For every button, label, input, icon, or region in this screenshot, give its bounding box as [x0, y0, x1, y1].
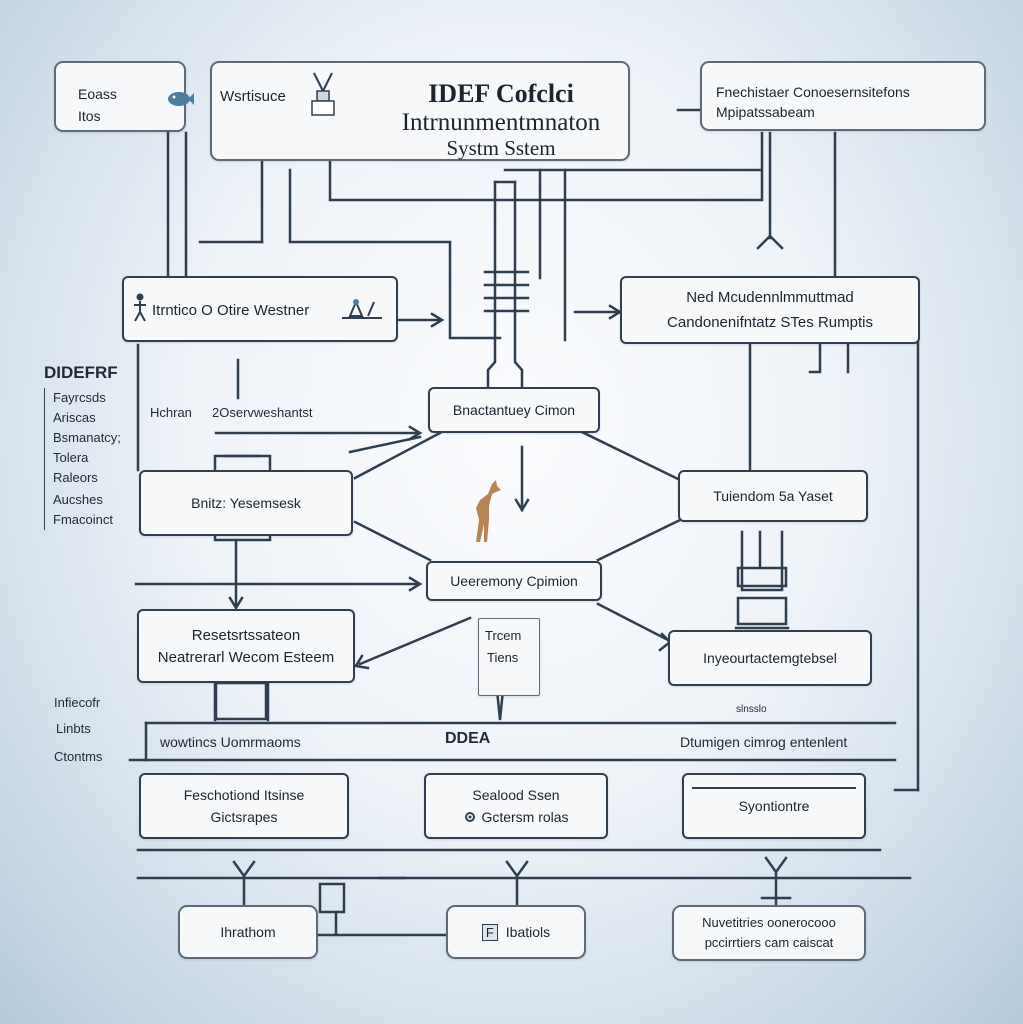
small-box-line2: Tiens	[487, 650, 519, 665]
bottom-center-tag: F	[481, 923, 498, 941]
sidebar-item: Fmacoinct	[53, 512, 113, 527]
sidebar-item: Tolera	[53, 450, 89, 465]
header-left-line1: Eoass	[78, 86, 117, 102]
bottom-right-box: Nuvetitries oonerocooo pccirrtiers cam c…	[672, 905, 866, 961]
small-box: Trcem Tiens	[478, 618, 540, 696]
sidebar-item: Ariscas	[53, 410, 96, 425]
bottom-right-line1: Nuvetitries oonerocooo	[702, 915, 836, 930]
header-right-line2: Mpipatssabeam	[716, 104, 815, 120]
header-title-box: Wsrtisuce IDEF Cofclci Intrnunmentmnaton…	[210, 61, 630, 161]
title-line3: Systm Sstem	[446, 136, 556, 160]
band-note: slnsslo	[736, 704, 767, 715]
right-mid-box: Tuiendom 5a Yaset	[678, 470, 868, 522]
band-left: wowtincs Uomrmaoms	[160, 734, 301, 750]
right-mid-label: Tuiendom 5a Yaset	[713, 488, 833, 504]
small-box-line1: Trcem	[485, 628, 522, 643]
sidebar-item: Raleors	[53, 470, 98, 485]
row-lower-left-line2: Gictsrapes	[210, 809, 278, 825]
row2-left-label: Itrntico O Otire Westner	[152, 302, 310, 319]
title-line1: IDEF Cofclci	[428, 79, 574, 108]
row2-right-box: Ned Mcudennlmmuttmad Candonenifntatz STe…	[620, 276, 920, 344]
left-lower-box: Resetsrtssateon Neatrerarl Wecom Esteem	[137, 609, 355, 683]
row2-left-box: Itrntico O Otire Westner	[122, 276, 398, 342]
row-lower-center-line1: Sealood Ssen	[472, 787, 560, 803]
sidebar-item: Aucshes	[53, 492, 103, 507]
bottom-left-box: Ihrathom	[178, 905, 318, 959]
divider	[692, 787, 856, 789]
bottom-center-box: F Ibatiols	[446, 905, 586, 959]
band-center: DDEA	[445, 730, 491, 747]
sidebar-list: Fayrcsds Ariscas Bsmanatcy; Tolera Raleo…	[44, 388, 121, 530]
left-mid-label: Bnitz: Yesemsesk	[191, 495, 301, 511]
bottom-left-label: Ihrathom	[220, 924, 276, 940]
center-top-box: Bnactantuey Cimon	[428, 387, 600, 433]
sidebar: DIDEFRF Fayrcsds Ariscas Bsmanatcy; Tole…	[44, 362, 121, 530]
sidebar-item: Bsmanatcy;	[53, 430, 121, 445]
right-lower-box: Inyeourtactemgtebsel	[668, 630, 872, 686]
bottom-right-line2: pccirrtiers cam caiscat	[704, 935, 834, 950]
left-labels: Infiecofr Linbts Ctontms	[54, 690, 102, 770]
header-right-line1: Fnechistaer Conoesernsitefons	[716, 84, 910, 100]
sidebar-heading: DIDEFRF	[44, 363, 118, 382]
band-right: Dtumigen cimrog entenlent	[680, 734, 848, 750]
row2-right-line2: Candonenifntatz STes Rumptis	[667, 314, 873, 331]
right-lower-label: Inyeourtactemgtebsel	[703, 650, 837, 666]
row-lower-left-line1: Feschotiond Itsinse	[183, 787, 305, 803]
row-lower-right-label: Syontiontre	[738, 798, 810, 814]
left-label: Ctontms	[54, 749, 103, 764]
title-line2: Intrnunmentmnaton	[401, 109, 601, 136]
header-left-line2: Itos	[78, 108, 101, 124]
fish-icon	[168, 92, 194, 106]
header-right-box: Fnechistaer Conoesernsitefons Mpipatssab…	[700, 61, 986, 131]
vertex-icon	[311, 72, 335, 116]
center-bottom-box: Ueeremony Cpimion	[426, 561, 602, 601]
vertice-label: Wsrtisuce	[220, 88, 286, 105]
center-bottom-label: Ueeremony Cpimion	[450, 573, 578, 589]
left-label: Linbts	[56, 721, 91, 736]
annotation-right: 2Oservweshantst	[212, 405, 313, 420]
gear-icon	[465, 812, 476, 822]
left-lower-line2: Neatrerarl Wecom Esteem	[157, 648, 335, 666]
left-label: Infiecofr	[54, 695, 101, 710]
annotation-left: Hchran	[150, 405, 192, 420]
left-mid-box: Bnitz: Yesemsesk	[139, 470, 353, 536]
center-top-label: Bnactantuey Cimon	[452, 402, 576, 418]
animal-icon	[476, 480, 501, 542]
header-left-box: Eoass Itos	[54, 61, 194, 132]
person-icon	[134, 293, 146, 322]
row-lower-center-line2: Gctersm rolas	[481, 809, 569, 825]
row-lower-left-box: Feschotiond Itsinse Gictsrapes	[139, 773, 349, 839]
row2-right-line1: Ned Mcudennlmmuttmad	[686, 289, 854, 306]
bottom-center-label: Ibatiols	[505, 924, 551, 940]
tool-icon	[342, 299, 382, 319]
row-lower-right-box: Syontiontre	[682, 773, 866, 839]
row-lower-center-box: Sealood Ssen Gctersm rolas	[424, 773, 608, 839]
left-lower-line1: Resetsrtssateon	[191, 626, 301, 644]
sidebar-item: Fayrcsds	[53, 390, 106, 405]
